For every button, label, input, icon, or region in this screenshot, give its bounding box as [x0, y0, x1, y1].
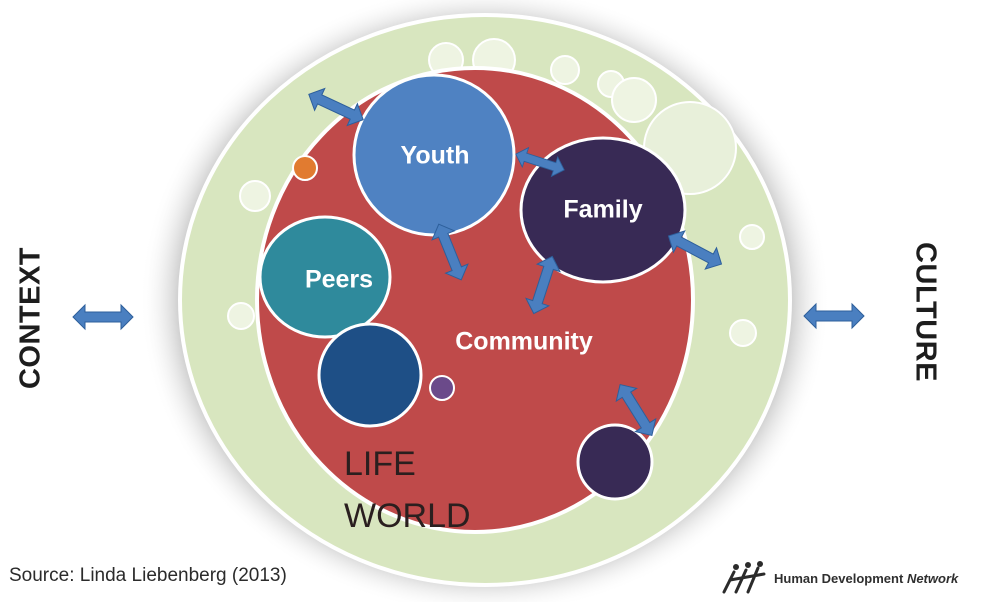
youth-label: Youth	[400, 141, 470, 170]
life-world-line-1: LIFE	[344, 445, 416, 483]
dark-purple-circle	[576, 423, 654, 501]
brand-name: Human Development Network	[774, 571, 958, 586]
dark-blue-circle	[317, 322, 423, 428]
family-label: Family	[563, 195, 643, 224]
brand-text-italic: Network	[906, 571, 959, 586]
culture-label: CULTURE	[909, 242, 942, 382]
orange-dot	[292, 155, 318, 181]
peers-label: Peers	[304, 265, 374, 294]
community-label: Community	[455, 327, 593, 356]
human-development-logo-icon	[722, 561, 766, 594]
arrow-context	[72, 304, 134, 330]
context-label: CONTEXT	[14, 246, 47, 390]
source-caption: Source: Linda Liebenberg (2013)	[9, 565, 287, 586]
brand-text: Human Development	[774, 571, 904, 586]
peers-circle	[258, 215, 392, 339]
purple-dot	[429, 375, 455, 401]
arrow-culture	[803, 303, 865, 329]
life-world-line-2: WORLD	[344, 497, 471, 535]
family-circle	[519, 136, 687, 284]
outer-ring-bubbles	[227, 38, 765, 347]
